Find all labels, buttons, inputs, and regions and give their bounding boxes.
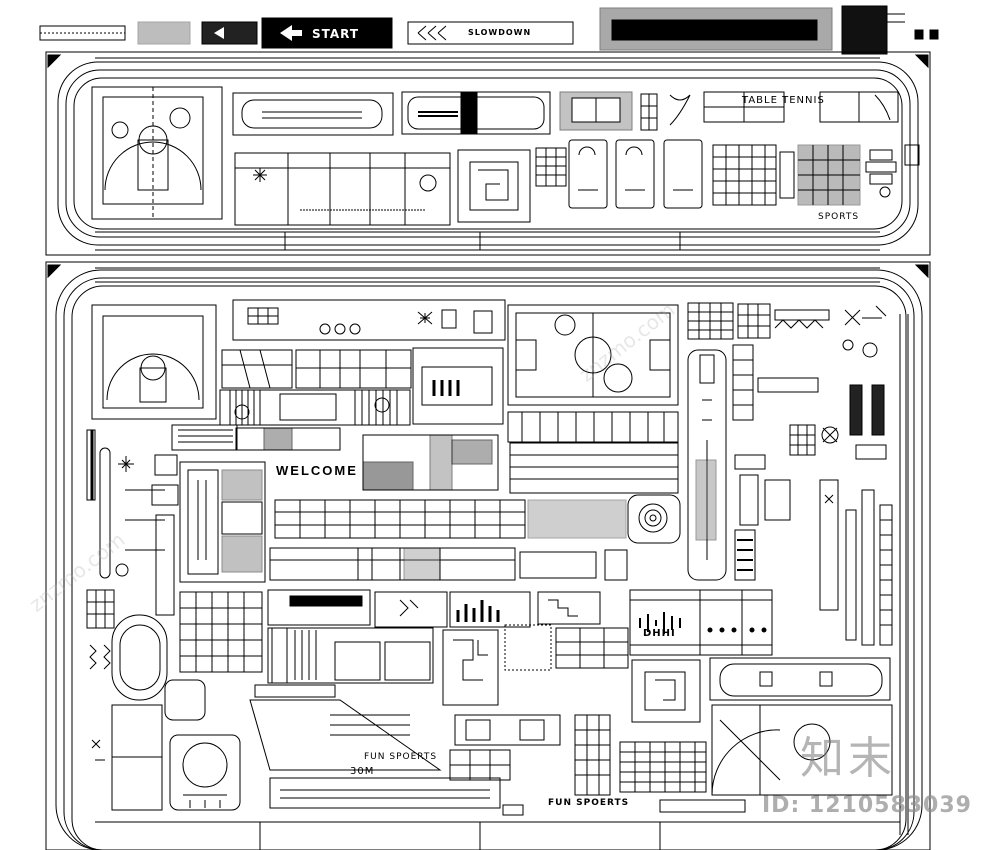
watermark-id: ID: 1210583039: [762, 793, 972, 818]
header-label-start: START: [312, 27, 360, 41]
label-welcome: WELCOME: [276, 463, 358, 478]
label-sports: SPORTS: [818, 212, 860, 222]
label-30m: 30M: [350, 766, 375, 777]
label-dhhi: DHHI: [643, 628, 676, 639]
label-table-tennis: TABLE TENNIS: [742, 95, 825, 106]
label-fun-sports-1: FUN SPOERTS: [364, 752, 438, 762]
bottom-panel: [45, 261, 931, 850]
watermark-logo: 知末: [800, 733, 896, 784]
header-label-slowdown: SLOWDOWN: [468, 28, 532, 37]
top-panel: [45, 51, 931, 256]
label-fun-sports-2: FUN SPOERTS: [548, 798, 630, 808]
header-strip: [39, 5, 939, 55]
corner-marks: [47, 54, 929, 279]
